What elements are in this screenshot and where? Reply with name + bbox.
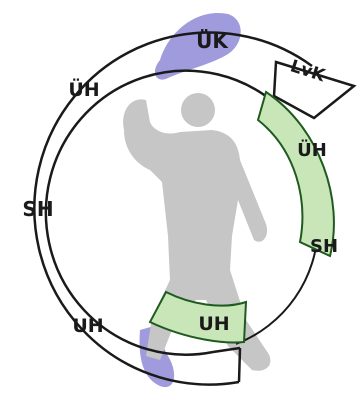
label-inner-right-upper: ÜH: [297, 139, 327, 161]
label-inner-right: SH: [310, 236, 338, 257]
green-segment-right: [256, 90, 335, 258]
green-segment-bottom: [148, 290, 248, 344]
label-outer-upper-left: ÜH: [68, 77, 99, 101]
outer-ring: [33, 31, 313, 386]
label-inner-bottom: UH: [198, 313, 229, 335]
label-outer-left: SH: [22, 197, 53, 221]
lvk-segment: [272, 60, 357, 120]
blue-highlight-top: [154, 12, 241, 80]
label-outer-lower-left: UH: [72, 315, 103, 337]
label-outer-top: ÜK: [196, 29, 229, 53]
